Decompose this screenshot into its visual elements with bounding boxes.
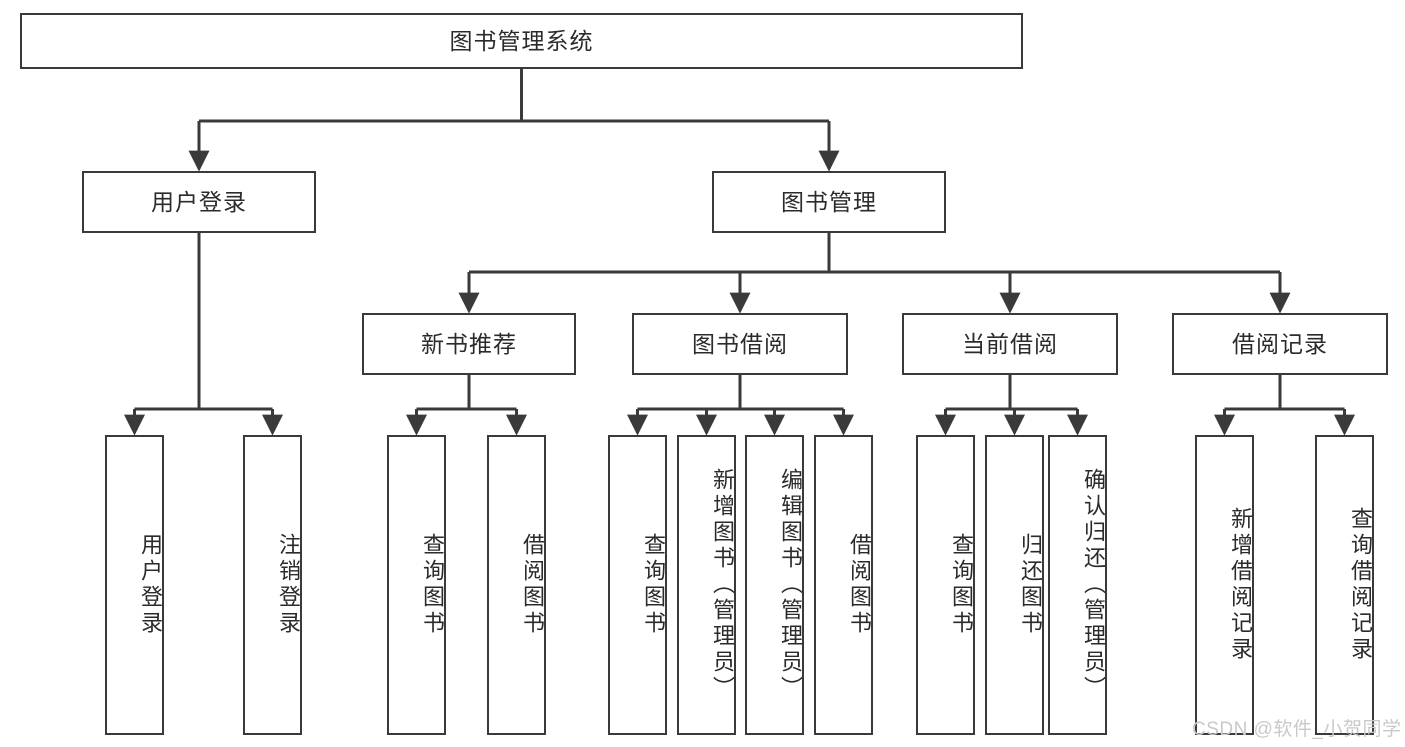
- leaf-node[interactable]: 归还图书: [985, 435, 1044, 735]
- node-label: 用户登录: [151, 188, 247, 215]
- level3-node[interactable]: 当前借阅: [902, 313, 1118, 375]
- node-label: 注销登录: [276, 533, 301, 637]
- node-label: 新增借阅记录: [1228, 507, 1253, 663]
- level3-node[interactable]: 图书借阅: [632, 313, 848, 375]
- node-label: 查询图书: [949, 533, 974, 637]
- leaf-node[interactable]: 确认归还（管理员）: [1048, 435, 1107, 735]
- node-label: 编辑图书（管理员）: [778, 468, 803, 702]
- level3-node[interactable]: 新书推荐: [362, 313, 576, 375]
- leaf-node[interactable]: 查询图书: [387, 435, 446, 735]
- node-label: 图书管理: [781, 188, 877, 215]
- leaf-node[interactable]: 编辑图书（管理员）: [745, 435, 804, 735]
- node-label: 新增图书（管理员）: [710, 468, 735, 702]
- csdn-watermark: CSDN @软件_小贺同学: [1192, 719, 1402, 740]
- level3-node[interactable]: 借阅记录: [1172, 313, 1388, 375]
- node-label: 借阅图书: [520, 533, 545, 637]
- node-label: 确认归还（管理员）: [1081, 468, 1106, 702]
- root-node[interactable]: 图书管理系统: [20, 13, 1023, 69]
- node-label: 查询借阅记录: [1348, 507, 1373, 663]
- node-label: 查询图书: [420, 533, 445, 637]
- leaf-node[interactable]: 注销登录: [243, 435, 302, 735]
- level2-node[interactable]: 用户登录: [82, 171, 316, 233]
- leaf-node[interactable]: 新增借阅记录: [1195, 435, 1254, 735]
- node-label: 借阅图书: [847, 533, 872, 637]
- level2-node[interactable]: 图书管理: [712, 171, 946, 233]
- leaf-node[interactable]: 查询图书: [916, 435, 975, 735]
- leaf-node[interactable]: 用户登录: [105, 435, 164, 735]
- node-label: 用户登录: [138, 533, 163, 637]
- node-label: 归还图书: [1018, 533, 1043, 637]
- node-label: 查询图书: [641, 533, 666, 637]
- leaf-node[interactable]: 查询图书: [608, 435, 667, 735]
- leaf-node[interactable]: 借阅图书: [814, 435, 873, 735]
- node-label: 借阅记录: [1232, 330, 1328, 357]
- node-label: 图书借阅: [692, 330, 788, 357]
- node-label: 图书管理系统: [449, 27, 594, 54]
- leaf-node[interactable]: 新增图书（管理员）: [677, 435, 736, 735]
- leaf-node[interactable]: 查询借阅记录: [1315, 435, 1374, 735]
- node-label: 新书推荐: [421, 330, 517, 357]
- node-label: 当前借阅: [962, 330, 1058, 357]
- leaf-node[interactable]: 借阅图书: [487, 435, 546, 735]
